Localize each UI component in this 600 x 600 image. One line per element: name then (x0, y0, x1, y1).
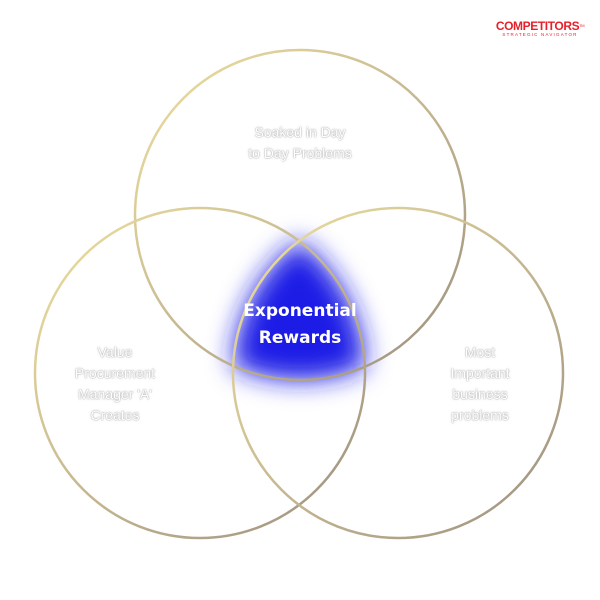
circle-right-label: Most Important business problems (450, 344, 510, 423)
logo-tagline: STRATEGIC NAVIGATOR (502, 32, 578, 37)
circle-right (231, 206, 565, 540)
center-label: Exponential Rewards (243, 301, 357, 348)
center-intersection (233, 208, 365, 380)
intersection-glow (233, 208, 365, 380)
circle-left-label: Value Procurement Manager 'A' Creates (74, 344, 156, 423)
logo-name: COMPETITORS (495, 19, 580, 33)
logo-trademark: TM (579, 23, 585, 28)
circle-top-label: Soaked in Day to Day Problems (248, 124, 352, 161)
competitors-logo: COMPETITORSTM STRATEGIC NAVIGATOR (490, 20, 590, 38)
circle-top (133, 48, 467, 382)
logo-wordmark: COMPETITORSTM (490, 20, 590, 32)
circle-left (33, 206, 367, 540)
